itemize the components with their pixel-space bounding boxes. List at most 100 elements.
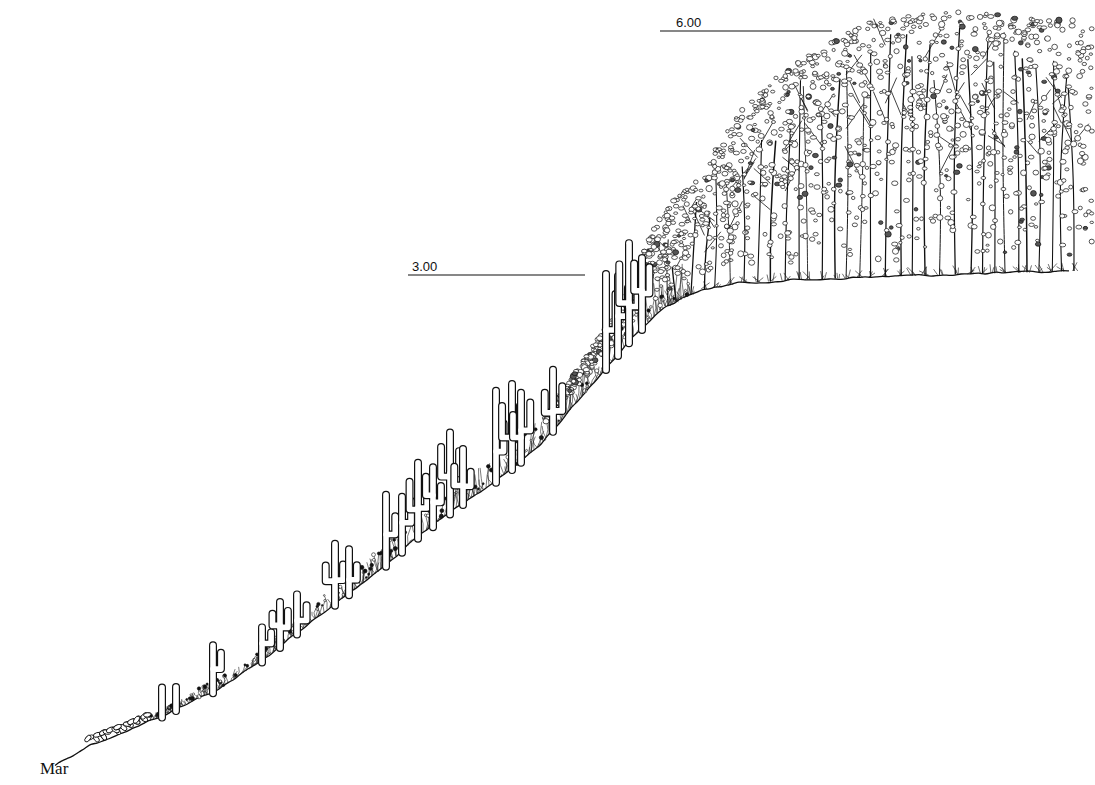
leaf [811, 80, 815, 83]
grass [899, 271, 905, 276]
leaf [694, 230, 697, 233]
leaf [860, 162, 866, 167]
shrub-dot [219, 680, 222, 683]
leaf [778, 134, 782, 137]
leaf [721, 262, 725, 266]
tree-branch [947, 61, 955, 91]
leaf [994, 94, 1000, 98]
leaf [688, 233, 693, 237]
leaf [781, 97, 785, 101]
leaf [682, 250, 688, 255]
leaf [703, 205, 706, 208]
leaf [748, 116, 753, 120]
leaf [799, 71, 803, 74]
grass [704, 286, 705, 289]
leaf [957, 164, 963, 169]
leaf [768, 142, 772, 145]
leaf [869, 139, 872, 142]
leaf [994, 122, 999, 125]
leaf [863, 144, 867, 146]
shrub-dot [197, 687, 200, 690]
leaf [719, 244, 724, 248]
leaf [917, 56, 921, 59]
leaf [1059, 109, 1065, 113]
leaf [1038, 106, 1043, 109]
leaf [761, 170, 766, 175]
leaf [1011, 17, 1017, 23]
leaf [955, 95, 959, 99]
leaf [672, 256, 678, 260]
shrub-dot [647, 309, 651, 313]
leaf [910, 89, 916, 94]
leaf [949, 155, 955, 159]
leaf [917, 175, 923, 179]
leaf [977, 165, 981, 168]
leaf [793, 114, 797, 118]
shrub-branch [323, 601, 325, 612]
leaf [734, 123, 740, 128]
leaf [713, 212, 718, 215]
leaf [768, 102, 772, 105]
grass [1073, 262, 1077, 271]
leaf [740, 107, 745, 112]
leaf [810, 136, 816, 140]
leaf [814, 173, 819, 176]
leaf [939, 53, 944, 57]
leaf [1046, 19, 1051, 23]
leaf [786, 110, 791, 114]
leaf [684, 202, 689, 207]
shrub-branch [252, 660, 254, 667]
leaf [894, 258, 899, 262]
grass [1072, 263, 1078, 271]
leaf [939, 21, 945, 27]
leaf [811, 65, 815, 68]
leaf [778, 234, 783, 239]
leaf [848, 174, 852, 177]
shrub-dot [246, 664, 249, 667]
leaf [981, 176, 986, 179]
shrub-branch [488, 475, 492, 483]
leaf [794, 252, 798, 256]
grass [907, 268, 911, 276]
leaf [841, 64, 845, 67]
leaf [741, 149, 746, 153]
shrub-branch [594, 367, 599, 382]
leaf [846, 31, 851, 34]
leaf [818, 107, 823, 112]
leaf [1027, 24, 1031, 27]
leaf [786, 169, 790, 173]
shrub-branch [505, 466, 507, 472]
leaf [703, 222, 709, 226]
grass [934, 269, 938, 275]
leaf [885, 71, 890, 74]
tree-branch [753, 195, 770, 210]
leaf [1066, 68, 1072, 73]
leaf [673, 235, 677, 238]
leaf [742, 184, 746, 186]
leaf [1089, 199, 1094, 202]
tree-branch [846, 103, 864, 128]
leaf [902, 115, 906, 118]
leaf [1042, 129, 1046, 132]
leaf [1066, 85, 1072, 89]
leaf [1079, 151, 1084, 155]
grass [996, 266, 997, 273]
leaf [666, 207, 670, 210]
leaf [782, 204, 787, 209]
leaf [1063, 74, 1068, 78]
leaf [857, 141, 862, 145]
leaf [813, 71, 818, 75]
leaf [737, 184, 741, 188]
leaf [946, 177, 951, 181]
leaf [960, 72, 965, 75]
leaf [832, 48, 835, 51]
leaf [917, 227, 921, 230]
leaf [842, 50, 848, 56]
leaf [937, 196, 942, 201]
leaf [700, 218, 705, 221]
leaf [1064, 74, 1068, 77]
leaf [686, 220, 690, 223]
grass [958, 268, 959, 275]
grass [882, 269, 889, 277]
leaf [756, 140, 759, 143]
